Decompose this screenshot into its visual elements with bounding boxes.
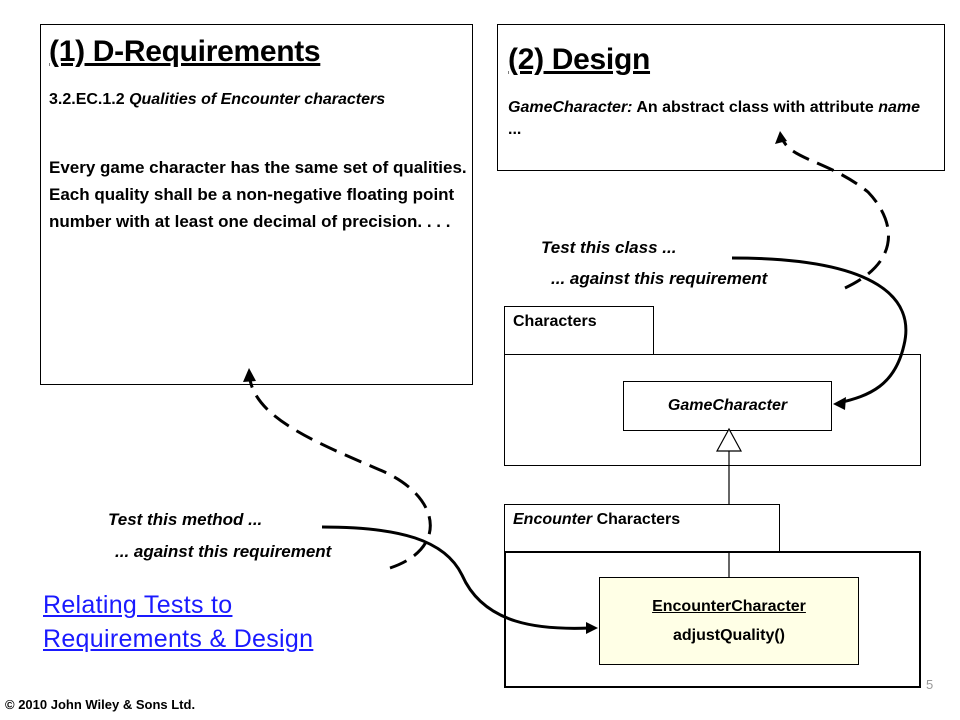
design-text: An abstract class with attribute	[636, 99, 874, 116]
heading-line-2[interactable]: Requirements & Design	[43, 625, 314, 653]
encounter-package-tab: Encounter Characters	[504, 504, 780, 552]
encounter-character-name: EncounterCharacter	[652, 598, 806, 615]
gamecharacter-arrowhead	[833, 397, 846, 410]
design-ellipsis: ...	[508, 121, 522, 138]
encounter-rest: Characters	[596, 511, 681, 528]
encounter-character-class: EncounterCharacter adjustQuality()	[599, 577, 859, 665]
encountercharacter-arrowhead	[586, 622, 598, 634]
design-class-name: GameCharacter:	[508, 99, 633, 116]
section-title: Qualities of Encounter characters	[129, 91, 386, 108]
dashed-arrow-to-design	[780, 137, 891, 290]
design-description: GameCharacter: An abstract class with at…	[508, 97, 928, 141]
solid-arrow-to-encountercharacter	[321, 525, 591, 630]
design-attr: name	[878, 99, 920, 116]
solid-arrow-to-gamecharacter	[731, 256, 908, 405]
requirements-section: 3.2.EC.1.2 Qualities of Encounter charac…	[49, 86, 459, 113]
requirements-arrowhead	[243, 368, 256, 382]
copyright: © 2010 John Wiley & Sons Ltd.	[5, 697, 196, 712]
inheritance-triangle	[715, 427, 743, 452]
heading-line-1[interactable]: Relating Tests to	[43, 591, 233, 619]
characters-package-label: Characters	[513, 313, 597, 330]
requirements-box: (1) D-Requirements 3.2.EC.1.2 Qualities …	[40, 24, 473, 385]
encounter-word: Encounter	[513, 511, 593, 528]
test-class-annotation: Test this class ...	[541, 238, 677, 257]
against-requirement-annotation-1: ... against this requirement	[551, 269, 768, 288]
test-method-annotation: Test this method ...	[108, 510, 263, 529]
design-title: (2) Design	[508, 43, 651, 76]
adjust-quality-method: adjustQuality()	[672, 627, 785, 644]
game-character-class: GameCharacter	[623, 381, 832, 431]
encounter-package-label: Encounter Characters	[505, 505, 779, 529]
against-requirement-annotation-2: ... against this requirement	[115, 542, 332, 561]
design-box: (2) Design GameCharacter: An abstract cl…	[497, 24, 945, 171]
slide-heading-link[interactable]: Relating Tests to Requirements & Design	[43, 588, 313, 656]
page-number: 5	[926, 677, 934, 692]
game-character-label: GameCharacter	[667, 397, 788, 414]
section-number: 3.2.EC.1.2	[49, 91, 125, 108]
design-arrowhead	[775, 131, 787, 144]
requirements-title: (1) D-Requirements	[49, 35, 321, 68]
requirements-body: Every game character has the same set of…	[49, 158, 467, 231]
dashed-arrow-to-requirements	[248, 379, 432, 570]
